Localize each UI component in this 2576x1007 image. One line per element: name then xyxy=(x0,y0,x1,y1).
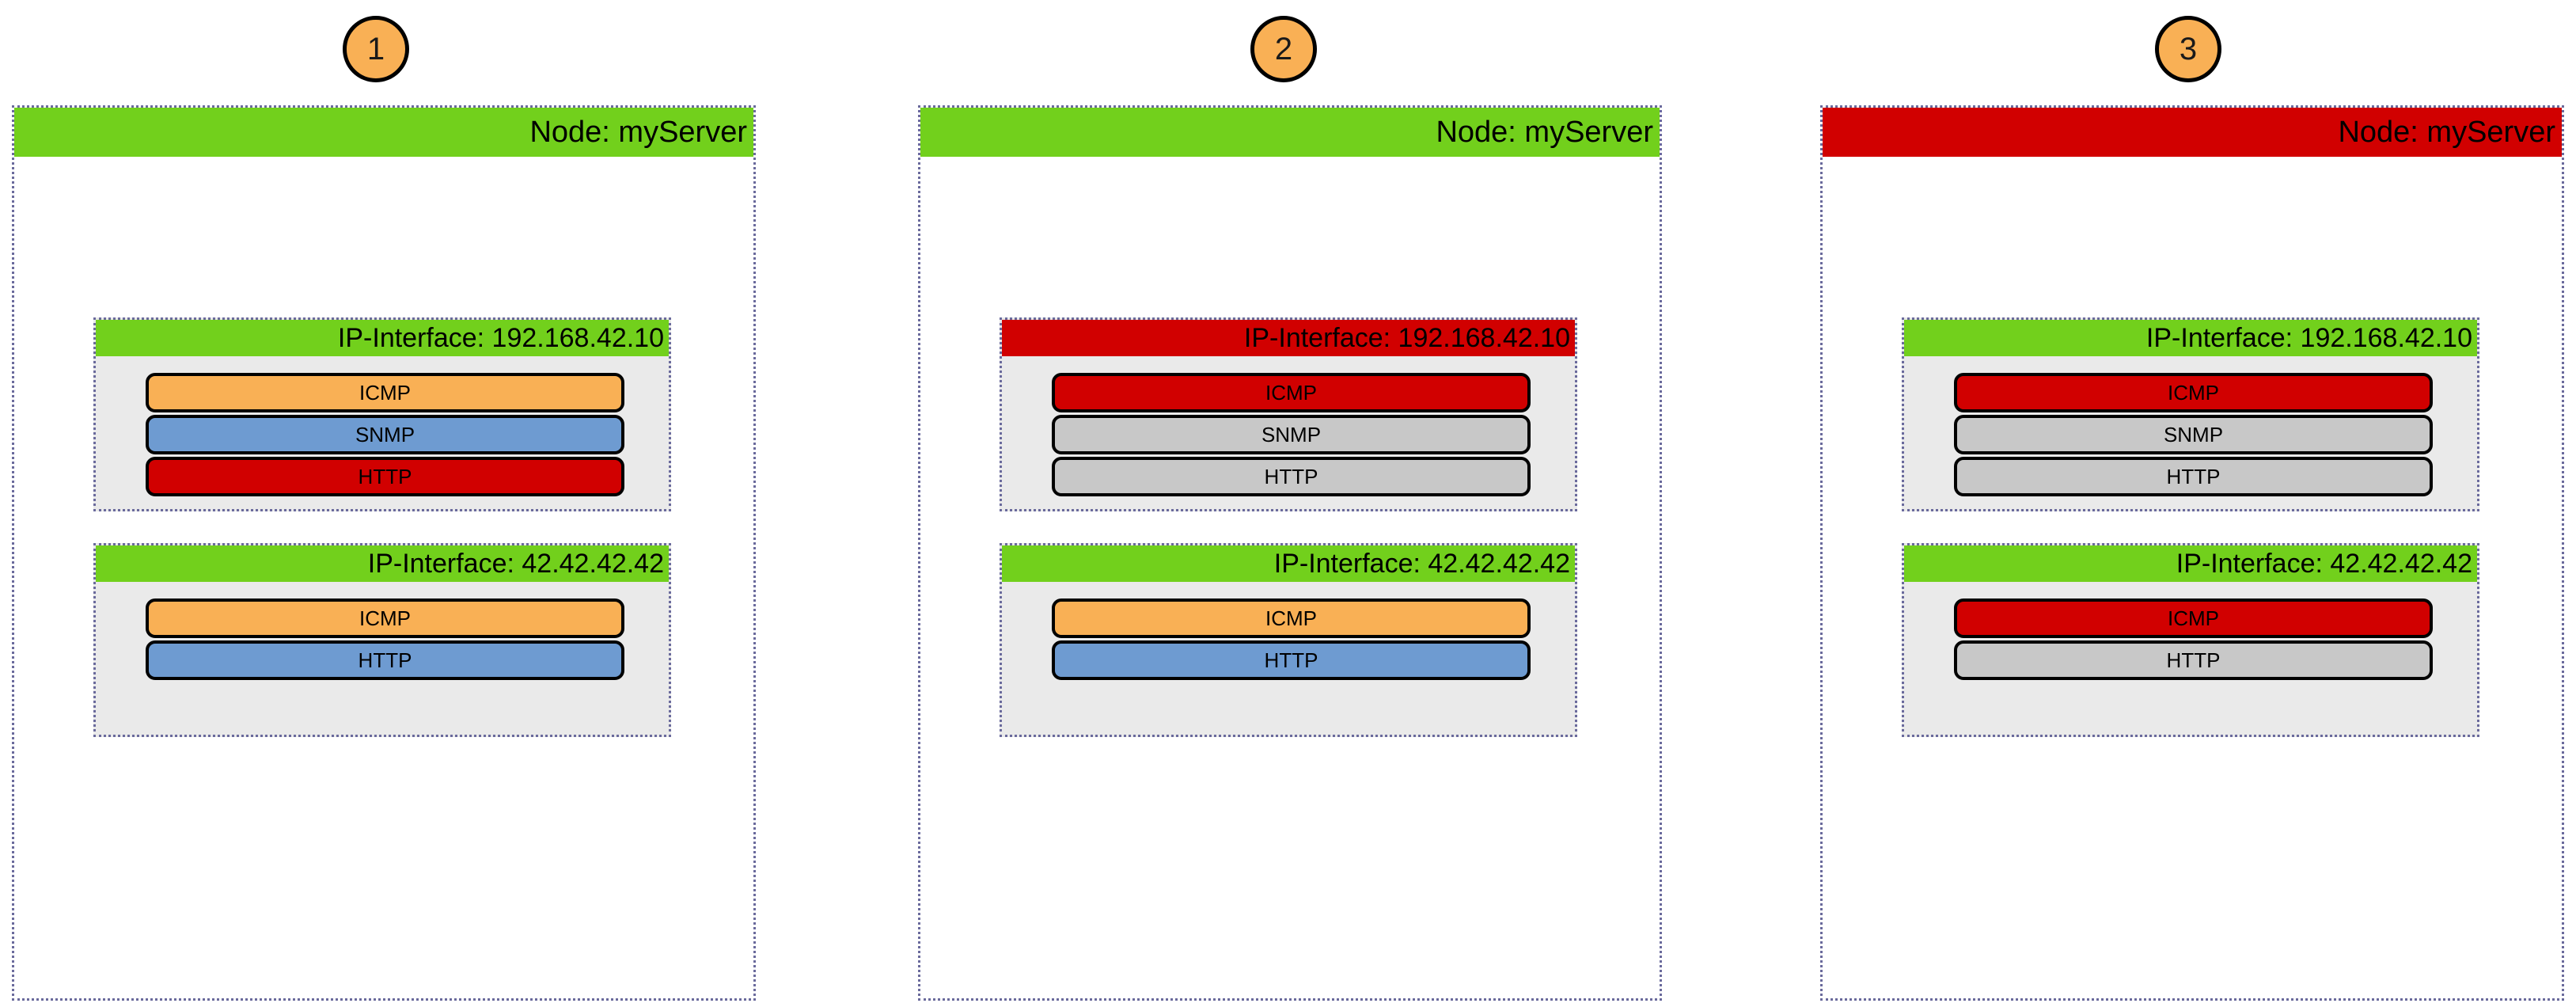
step-badge-label: 2 xyxy=(1274,32,1293,66)
service-pill[interactable]: ICMP xyxy=(1954,373,2433,412)
service-pill[interactable]: HTTP xyxy=(1052,640,1531,680)
service-pill[interactable]: SNMP xyxy=(146,415,624,454)
ip-interface-label: IP-Interface: 192.168.42.10 xyxy=(1243,322,1570,353)
step-badge-1: 1 xyxy=(343,16,409,82)
service-label: HTTP xyxy=(358,648,412,672)
service-pill[interactable]: SNMP xyxy=(1052,415,1531,454)
ip-interface-label: IP-Interface: 42.42.42.42 xyxy=(1273,548,1570,579)
ip-interface-status-header: IP-Interface: 192.168.42.10 xyxy=(96,320,669,356)
service-pill[interactable]: HTTP xyxy=(146,640,624,680)
service-label: SNMP xyxy=(1261,422,1322,446)
service-label: HTTP xyxy=(1264,648,1318,672)
service-label: HTTP xyxy=(358,464,412,488)
service-label: ICMP xyxy=(2168,606,2219,630)
service-label: ICMP xyxy=(1265,380,1317,405)
ip-interface-status-header: IP-Interface: 42.42.42.42 xyxy=(1904,545,2477,582)
step-badge-label: 1 xyxy=(366,32,385,66)
service-label: HTTP xyxy=(2166,464,2221,488)
service-pill[interactable]: HTTP xyxy=(146,457,624,496)
node-label: Node: myServer xyxy=(1436,115,1653,149)
ip-interface-label: IP-Interface: 192.168.42.10 xyxy=(2145,322,2472,353)
ip-interface-status-header: IP-Interface: 192.168.42.10 xyxy=(1904,320,2477,356)
service-label: SNMP xyxy=(355,422,415,446)
service-pill[interactable]: SNMP xyxy=(1954,415,2433,454)
node-label: Node: myServer xyxy=(529,115,747,149)
node-label: Node: myServer xyxy=(2338,115,2555,149)
service-label: ICMP xyxy=(1265,606,1317,630)
service-pill[interactable]: ICMP xyxy=(146,373,624,412)
service-label: ICMP xyxy=(2168,380,2219,405)
service-label: SNMP xyxy=(2163,422,2224,446)
node-status-header: Node: myServer xyxy=(14,108,753,157)
service-pill[interactable]: HTTP xyxy=(1954,640,2433,680)
service-pill[interactable]: ICMP xyxy=(1052,373,1531,412)
service-label: HTTP xyxy=(2166,648,2221,672)
ip-interface-label: IP-Interface: 42.42.42.42 xyxy=(367,548,664,579)
ip-interface-label: IP-Interface: 192.168.42.10 xyxy=(337,322,664,353)
node-status-header: Node: myServer xyxy=(1823,108,2562,157)
step-badge-3: 3 xyxy=(2155,16,2221,82)
node-status-header: Node: myServer xyxy=(920,108,1660,157)
step-badge-2: 2 xyxy=(1250,16,1317,82)
service-label: HTTP xyxy=(1264,464,1318,488)
service-pill[interactable]: HTTP xyxy=(1052,457,1531,496)
ip-interface-status-header: IP-Interface: 42.42.42.42 xyxy=(1002,545,1575,582)
service-pill[interactable]: ICMP xyxy=(1954,598,2433,638)
ip-interface-status-header: IP-Interface: 192.168.42.10 xyxy=(1002,320,1575,356)
service-pill[interactable]: HTTP xyxy=(1954,457,2433,496)
ip-interface-label: IP-Interface: 42.42.42.42 xyxy=(2176,548,2472,579)
service-label: ICMP xyxy=(359,606,411,630)
service-pill[interactable]: ICMP xyxy=(146,598,624,638)
step-badge-label: 3 xyxy=(2179,32,2198,66)
service-label: ICMP xyxy=(359,380,411,405)
service-pill[interactable]: ICMP xyxy=(1052,598,1531,638)
ip-interface-status-header: IP-Interface: 42.42.42.42 xyxy=(96,545,669,582)
